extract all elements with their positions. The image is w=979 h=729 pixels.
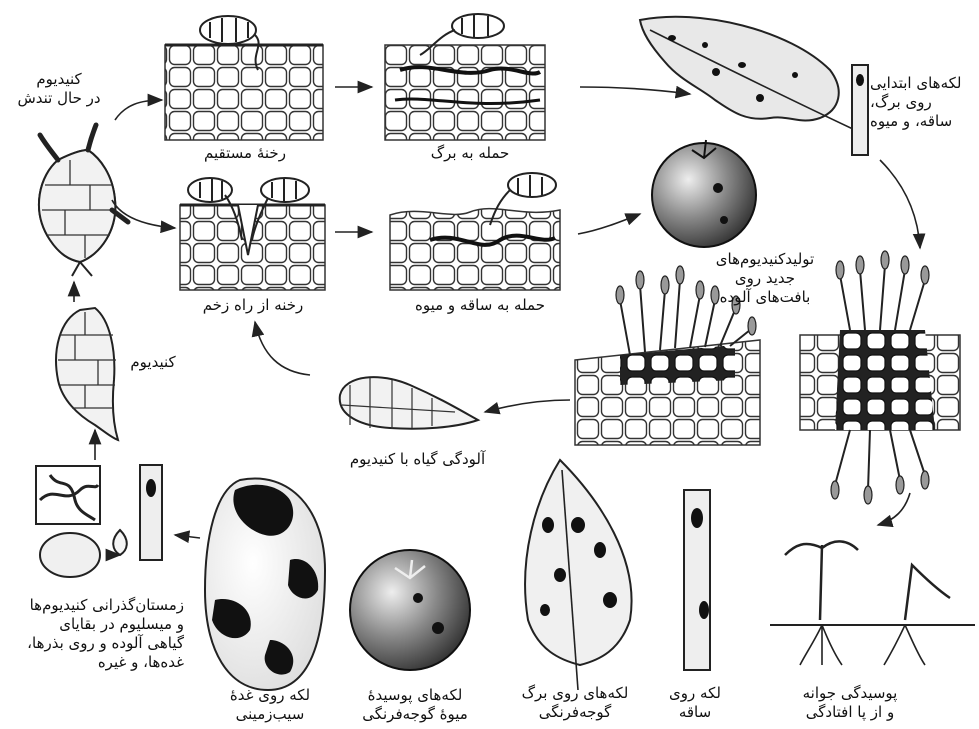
new-conidia-line1: تولیدکنیدیوم‌های — [690, 250, 840, 269]
stem-spot-line2: ساقه — [655, 703, 735, 722]
conidium-infection-illustration — [340, 377, 478, 429]
fruit-rot-line1: لکه‌های پوسیدهٔ — [345, 686, 485, 705]
direct-penetration-illustration — [165, 16, 323, 140]
new-conidia-label: تولیدکنیدیوم‌های جدید روی بافت‌های آلوده — [690, 250, 840, 307]
infected-leaf-illustration — [640, 17, 868, 155]
leaf-spots-line1: لکه‌های روی برگ — [505, 684, 645, 703]
leaf-spots-line2: گوجه‌فرنگی — [505, 703, 645, 722]
rotting-tomato-illustration — [350, 550, 470, 670]
stem-spot-line1: لکه روی — [655, 684, 735, 703]
new-conidia-line3: بافت‌های آلوده — [690, 288, 840, 307]
direct-penetration-label: رخنهٔ مستقیم — [170, 144, 320, 163]
spotted-tomato-illustration — [652, 140, 756, 247]
initial-spots-line3: ساقه، و میوه — [870, 112, 978, 131]
germinating-conidium-line2: در حال تندش — [6, 89, 112, 108]
initial-spots-line1: لکه‌های ابتدایی — [870, 74, 978, 93]
overwintering-illustration — [36, 465, 162, 577]
stem-fruit-attack-label: حمله به ساقه و میوه — [400, 296, 560, 315]
damping-off-illustration — [770, 541, 975, 665]
new-conidia-line2: جدید روی — [690, 269, 840, 288]
damping-off-label: پوسیدگی جوانه و از پا افتادگی — [775, 684, 925, 722]
wound-penetration-label: رخنه از راه زخم — [178, 296, 328, 315]
overwintering-label: زمستان‌گذرانی کنیدیوم‌ها و میسلیوم در بق… — [4, 596, 184, 672]
initial-spots-label: لکه‌های ابتدایی روی برگ، ساقه، و میوه — [870, 74, 978, 131]
conidium-label: کنیدیوم — [118, 353, 188, 372]
overwintering-line2: و میسلیوم در بقایای — [4, 615, 184, 634]
overwintering-line1: زمستان‌گذرانی کنیدیوم‌ها — [4, 596, 184, 615]
damping-off-line2: و از پا افتادگی — [775, 703, 925, 722]
tuber-spot-label: لکه روی غدهٔ سیب‌زمینی — [195, 686, 345, 724]
spotted-stem-illustration — [684, 490, 710, 670]
leaf-attack-illustration — [385, 14, 545, 140]
stem-spot-label: لکه روی ساقه — [655, 684, 735, 722]
damping-off-line1: پوسیدگی جوانه — [775, 684, 925, 703]
fruit-rot-line2: میوهٔ گوجه‌فرنگی — [345, 705, 485, 724]
tuber-spot-line1: لکه روی غدهٔ — [195, 686, 345, 705]
wound-penetration-illustration — [180, 178, 325, 290]
stem-fruit-attack-illustration — [390, 173, 560, 290]
conidium-illustration — [56, 308, 118, 440]
tomato-leaf-illustration — [525, 460, 631, 690]
leaf-spots-label: لکه‌های روی برگ گوجه‌فرنگی — [505, 684, 645, 722]
potato-tuber-illustration — [205, 478, 325, 690]
germinating-conidium-illustration — [39, 125, 128, 276]
tuber-spot-line2: سیب‌زمینی — [195, 705, 345, 724]
overwintering-line3: گیاهی آلوده و روی بذرها، — [4, 634, 184, 653]
overwintering-line4: غده‌ها، و غیره — [4, 653, 184, 672]
germinating-conidium-label: کنیدیوم در حال تندش — [6, 70, 112, 108]
fruit-rot-label: لکه‌های پوسیدهٔ میوهٔ گوجه‌فرنگی — [345, 686, 485, 724]
leaf-attack-label: حمله به برگ — [395, 144, 545, 163]
plant-infection-label: آلودگی گیاه با کنیدیوم — [330, 450, 505, 469]
germinating-conidium-line1: کنیدیوم — [6, 70, 112, 89]
initial-spots-line2: روی برگ، — [870, 93, 978, 112]
